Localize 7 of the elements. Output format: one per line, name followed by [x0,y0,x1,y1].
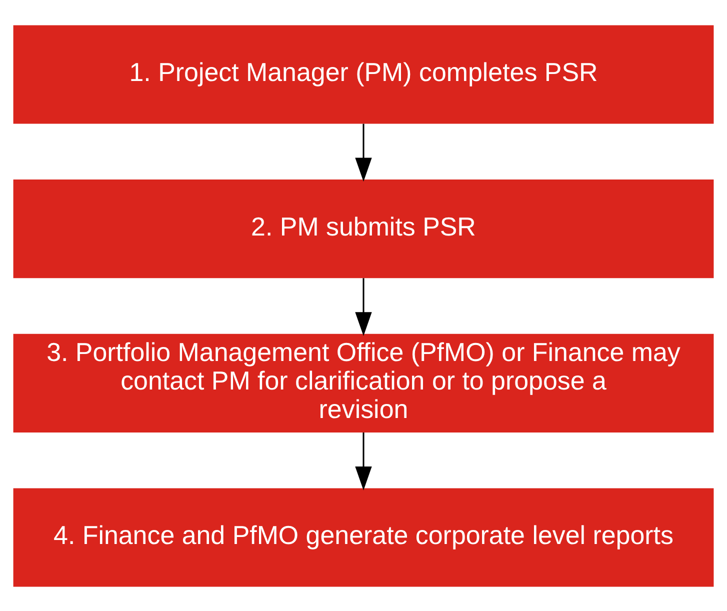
node-box: 2. PM submits PSR [13,179,714,278]
arrow [355,432,372,490]
arrow [355,123,372,182]
node-box: 4. Finance and PfMO generate corporate level reports [13,488,714,586]
arrow [355,278,372,336]
node-box: 1. Project Manager (PM) completes PSR [13,24,714,124]
node-box: 3. Portfolio Management Office (PfMO) or Finance may contact PM for clarification or to propose a revision [13,333,714,432]
